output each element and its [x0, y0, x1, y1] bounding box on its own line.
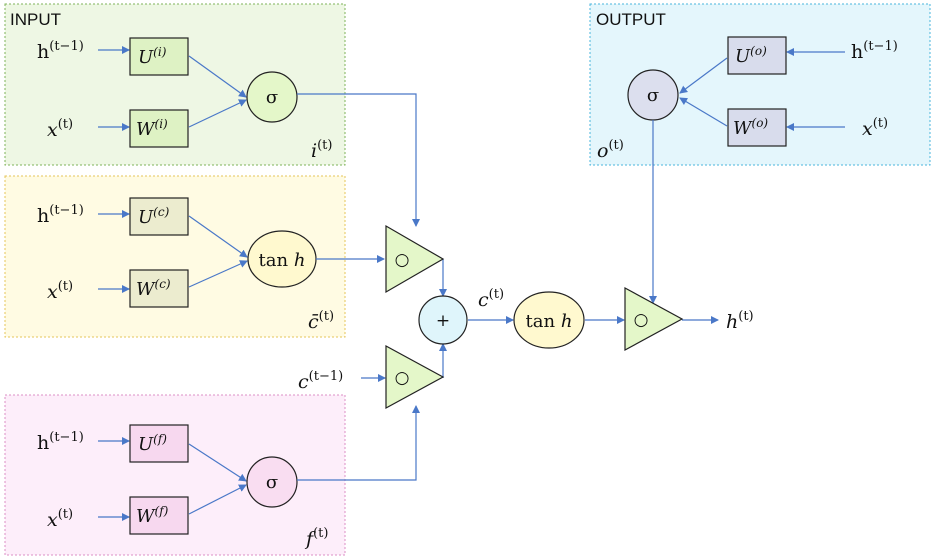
- forget-u-label: U(f): [138, 432, 167, 455]
- cand-w-label: W(c): [136, 277, 171, 300]
- forget-h-label: h(t−1): [37, 430, 84, 454]
- c-prev-label: c(t−1): [298, 369, 343, 393]
- output-title: OUTPUT: [596, 10, 666, 29]
- cand-u-box: [129, 197, 189, 236]
- input-out-label: i(t): [311, 138, 332, 162]
- cand-w-box: [129, 269, 189, 308]
- plus-node: [418, 295, 468, 345]
- cand-u-label: U(c): [138, 205, 170, 228]
- cand-tanh-label: tan h: [259, 250, 306, 271]
- output-x-label: x(t): [862, 116, 888, 140]
- hadamard-final-node: [624, 286, 684, 352]
- plus-label: +: [436, 311, 450, 331]
- forget-sigma-label: σ: [266, 472, 278, 493]
- output-u-box: [727, 36, 787, 75]
- output-out-label: o(t): [597, 138, 624, 162]
- hadamard-final-label: ○: [634, 310, 649, 330]
- input-sigma-label: σ: [266, 87, 278, 108]
- input-h-label: h(t−1): [37, 39, 84, 63]
- h-out-label: h(t): [726, 309, 754, 333]
- forget-u-box: [129, 424, 189, 463]
- output-w-label: W(o): [733, 116, 768, 139]
- input-w-box: [129, 109, 189, 148]
- forget-w-label: W(f): [136, 504, 169, 527]
- cand-x-label: x(t): [47, 279, 73, 303]
- output-sigma-label: σ: [647, 85, 659, 106]
- output-w-box: [727, 108, 787, 147]
- input-u-label: U(i): [138, 45, 167, 68]
- cell-tanh-node: [513, 291, 585, 349]
- input-u-box: [129, 37, 189, 76]
- hadamard-top-label: ○: [395, 250, 410, 270]
- output-h-label: h(t−1): [851, 39, 898, 63]
- input-sigma-node: [246, 71, 298, 123]
- forget-x-label: x(t): [47, 507, 73, 531]
- hadamard-top-node: [385, 224, 445, 294]
- input-title: INPUT: [10, 10, 61, 29]
- c-state-label: c(t): [478, 287, 504, 311]
- forget-out-label: f(t): [304, 526, 328, 550]
- cand-out-label: c̄(t): [308, 309, 334, 333]
- forget-sigma-node: [246, 456, 298, 508]
- hadamard-bottom-label: ○: [395, 368, 410, 388]
- cell-tanh-label: tan h: [526, 311, 573, 332]
- cand-h-label: h(t−1): [37, 203, 84, 227]
- input-w-label: W(i): [136, 117, 168, 140]
- input-x-label: x(t): [47, 117, 73, 141]
- forget-w-box: [129, 496, 189, 535]
- hadamard-bottom-node: [385, 344, 445, 410]
- output-u-label: U(o): [735, 44, 767, 67]
